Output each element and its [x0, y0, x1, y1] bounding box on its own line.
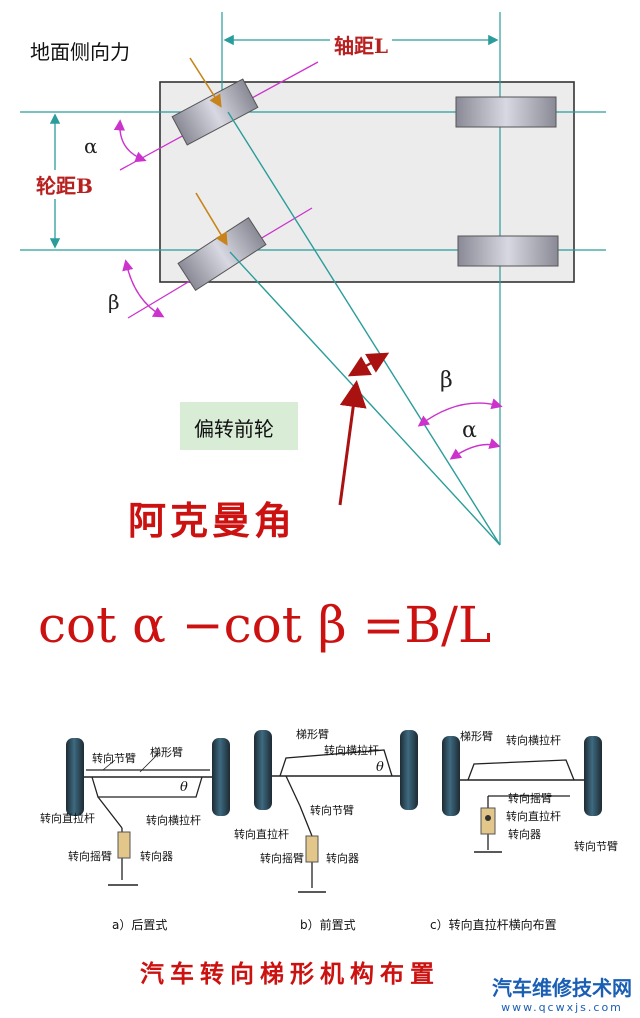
watermark-text: 汽车维修技术网 — [492, 976, 632, 1000]
layout-b-front-mounted — [254, 730, 418, 893]
c-trapezoid-arm-label: 梯形臂 — [460, 730, 493, 743]
beta-label-left: β — [108, 290, 120, 314]
b-pitman-arm-label: 转向摇臂 — [260, 852, 304, 865]
steering-linkage-diagrams — [66, 730, 602, 893]
ackermann-pointer-arrow — [338, 380, 367, 506]
steering-trapezoid-title: 汽车转向梯形机构布置 — [140, 959, 440, 988]
wheelbase-label: 轴距L — [330, 30, 393, 59]
c-pitman-arm-label: 转向摇臂 — [508, 792, 552, 805]
layout-c-transverse — [442, 736, 602, 853]
ackermann-angle-label: 阿克曼角 — [128, 498, 297, 543]
ackermann-angle-span — [347, 352, 390, 377]
b-theta-label: θ — [376, 760, 384, 775]
ackermann-formula: cot α −cot β =B/L — [38, 596, 492, 654]
a-theta-label: θ — [180, 780, 188, 795]
b-drag-link-label: 转向直拉杆 — [234, 828, 289, 841]
c-knuckle-arm-label: 转向节臂 — [574, 840, 618, 853]
beta-arc-right — [417, 398, 503, 427]
alpha-arc-left — [113, 119, 147, 163]
b-caption: b）前置式 — [300, 918, 356, 932]
beta-arc-left — [122, 259, 165, 318]
a-caption: a）后置式 — [112, 918, 168, 932]
b-tie-rod-label: 转向横拉杆 — [324, 744, 379, 757]
a-drag-link-label: 转向直拉杆 — [40, 812, 95, 825]
a-tie-rod-label: 转向横拉杆 — [146, 814, 201, 827]
c-tie-rod-label: 转向横拉杆 — [506, 734, 561, 747]
a-knuckle-arm-label: 转向节臂 — [92, 752, 136, 765]
front-wheel-bottom — [177, 217, 267, 291]
beta-label-right: β — [440, 368, 453, 393]
c-gear-label: 转向器 — [508, 828, 541, 841]
b-trapezoid-arm-label: 梯形臂 — [296, 728, 329, 741]
b-knuckle-arm-label: 转向节臂 — [310, 804, 354, 817]
alpha-label-left: α — [84, 134, 98, 158]
lateral-force-label: 地面侧向力 — [30, 40, 130, 64]
track-label: 轮距B — [34, 170, 95, 199]
front-wheel-top — [171, 78, 259, 146]
watermark: 汽车维修技术网 www.qcwxjs.com — [492, 972, 632, 1014]
watermark-url: www.qcwxjs.com — [501, 1001, 623, 1014]
alpha-label-right: α — [462, 418, 477, 443]
a-pitman-arm-label: 转向摇臂 — [68, 850, 112, 863]
front-wheel-label: 偏转前轮 — [194, 417, 274, 441]
c-caption: c）转向直拉杆横向布置 — [430, 918, 557, 932]
rear-wheel-top — [455, 96, 557, 128]
layout-a-rear-mounted — [66, 738, 230, 886]
c-drag-link-label: 转向直拉杆 — [506, 810, 561, 823]
front-wheel-label-box — [180, 402, 298, 450]
a-trapezoid-arm-label: 梯形臂 — [150, 746, 183, 759]
alpha-arc-right — [449, 438, 501, 460]
b-gear-label: 转向器 — [326, 852, 359, 865]
a-gear-label: 转向器 — [140, 850, 173, 863]
lateral-force-arrow-top — [189, 57, 222, 108]
lateral-force-arrow-bottom — [195, 192, 228, 246]
ackermann-diagram — [20, 12, 606, 546]
rear-wheel-bottom — [457, 235, 559, 267]
